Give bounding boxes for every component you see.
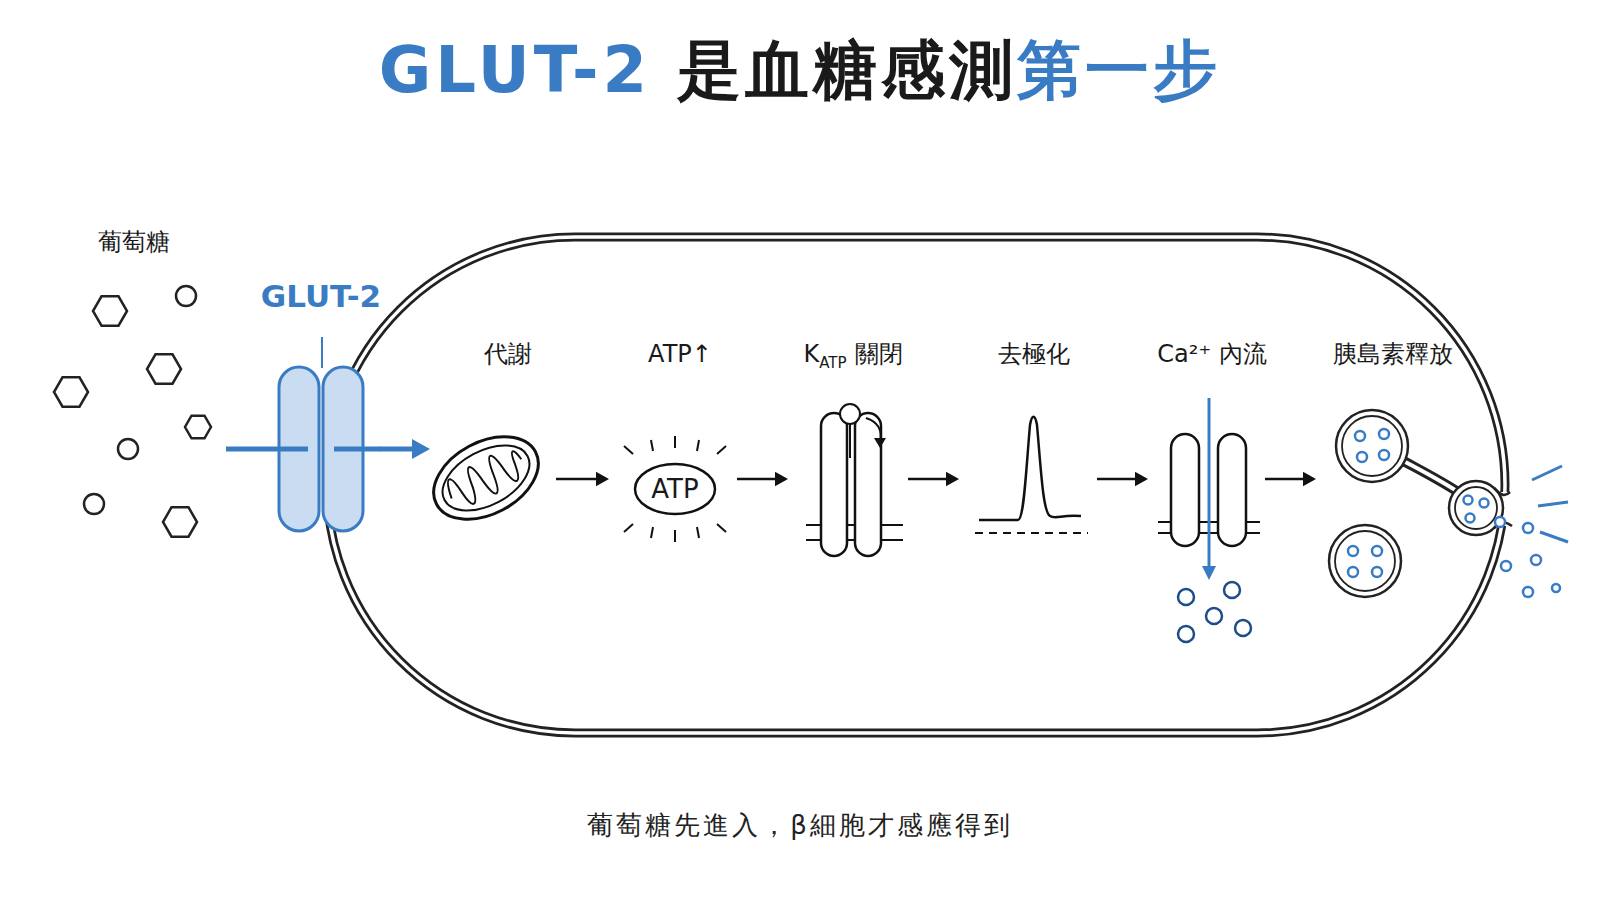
flow-arrow [1265, 472, 1316, 486]
step-heading: GLUT-2 [261, 281, 381, 311]
step-label: GLUT-2 [261, 281, 381, 311]
step-label: 胰島素釋放 [1333, 339, 1453, 369]
step-heading: KATP 關閉 [803, 339, 902, 378]
arrow-shaft [908, 478, 947, 481]
step-label: K [803, 339, 819, 369]
title-part: GLUT-2 [379, 33, 651, 107]
flow-arrow [737, 472, 788, 486]
cell-membrane-inner [327, 237, 1505, 733]
insulin-vesicles [1329, 410, 1568, 597]
katp-step: KATP 關閉 [794, 330, 902, 570]
glut2-transporter [226, 337, 381, 531]
depolarization-step: 去極化 [965, 330, 1091, 570]
symbol-text: ATP [651, 474, 698, 504]
free-label: 葡萄糖 [98, 226, 170, 258]
insulin-step: 胰島素釋放 [1322, 330, 1470, 570]
step-label: 去極化 [998, 339, 1070, 369]
title-part: 是血糖感測 [651, 33, 1017, 107]
step-heading: Ca²⁺ 內流 [1157, 339, 1266, 369]
cell-membrane [327, 237, 1505, 733]
atp-step: ATP ATP↑ [615, 330, 731, 570]
diagram-title: GLUT-2 是血糖感測第一步 [0, 28, 1600, 112]
step-heading: 胰島素釋放 [1333, 339, 1453, 369]
flow-arrow [380, 439, 430, 459]
arrow-shaft [556, 478, 597, 481]
step-label: Ca²⁺ 內流 [1157, 339, 1266, 369]
diagram-caption: 葡萄糖先進入，β細胞才感應得到 [0, 808, 1600, 843]
arrow-shaft [737, 478, 776, 481]
atp-symbol [624, 436, 726, 542]
flow-arrow [908, 472, 959, 486]
mitochondrion [420, 420, 553, 536]
arrow-head [1303, 472, 1316, 486]
flow-arrow [556, 472, 609, 486]
katp-channel [806, 404, 903, 556]
arrow-shaft [1265, 478, 1304, 481]
arrow-head [596, 472, 609, 486]
title-part: 第一步 [1017, 33, 1221, 107]
arrow-shaft [1097, 478, 1136, 481]
calcium-channel [1158, 398, 1260, 642]
step-heading: 代謝 [484, 339, 532, 369]
step-label: ATP↑ [648, 339, 712, 369]
arrow-head [1135, 472, 1148, 486]
step-heading: 去極化 [998, 339, 1070, 369]
step-label: 關閉 [855, 339, 903, 369]
arrow-head [775, 472, 788, 486]
calcium-step: Ca²⁺ 內流 [1154, 330, 1259, 570]
glucose-molecules [54, 286, 211, 537]
arrow-shaft [380, 447, 413, 452]
step-heading: ATP↑ [648, 339, 712, 369]
flow-arrow [1097, 472, 1148, 486]
metabolism-step: 代謝 [430, 330, 550, 570]
subscript-text: ATP [819, 348, 846, 378]
action-potential [975, 417, 1088, 533]
arrow-head [412, 439, 430, 459]
arrow-head [946, 472, 959, 486]
transporter-node: GLUT-2 [262, 275, 380, 545]
step-label: 代謝 [484, 339, 532, 369]
